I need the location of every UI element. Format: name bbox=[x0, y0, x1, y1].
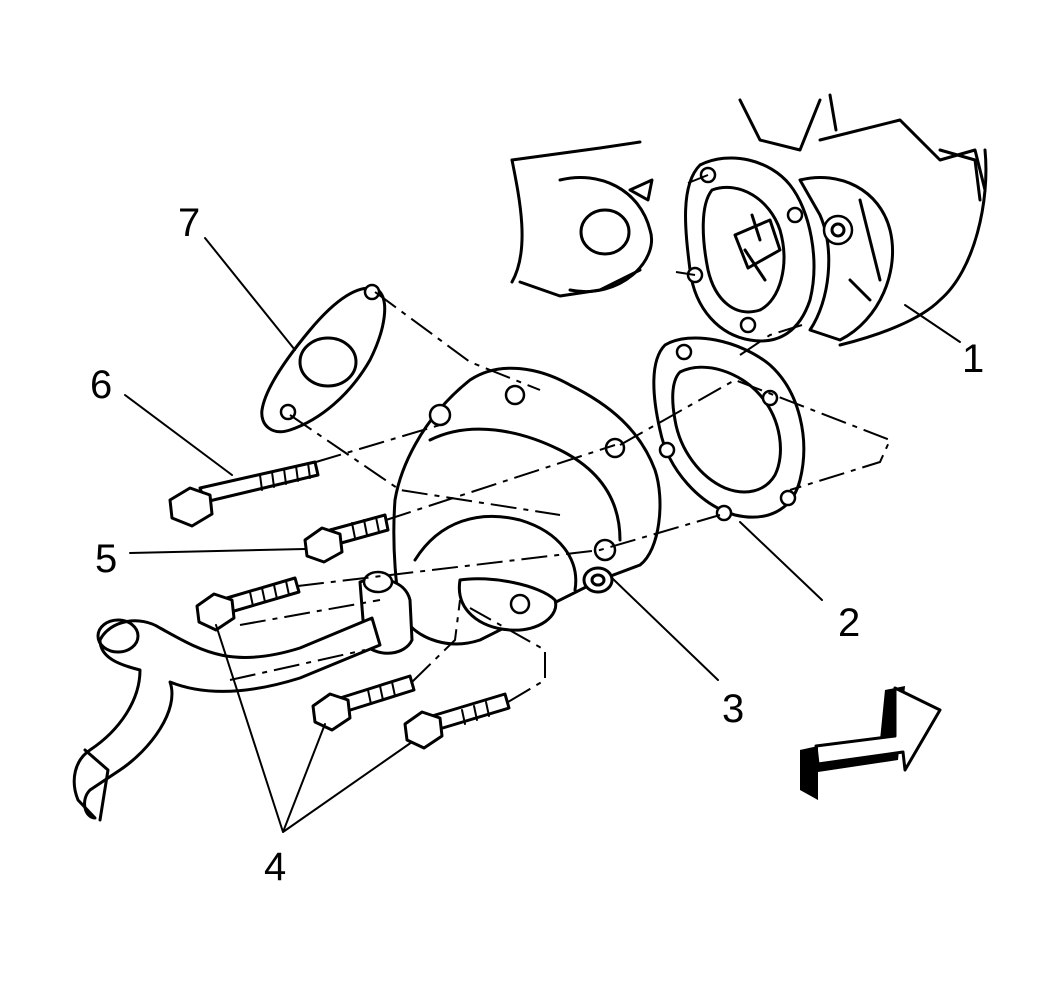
outlet-gasket bbox=[204, 237, 387, 434]
arrow-right-up-icon bbox=[800, 686, 942, 800]
bolt-6 bbox=[124, 394, 320, 528]
callout-leader-5 bbox=[129, 548, 306, 554]
callout-leader-1 bbox=[904, 304, 961, 343]
bolt-5 bbox=[129, 513, 390, 564]
callout-leader-2 bbox=[739, 521, 823, 601]
callout-2: 2 bbox=[838, 601, 860, 645]
callout-7: 7 bbox=[178, 201, 200, 245]
callout-1: 1 bbox=[962, 337, 984, 381]
seal-ring bbox=[582, 566, 614, 594]
callout-leader-7 bbox=[204, 237, 296, 351]
bolt-4c bbox=[403, 692, 511, 750]
callout-leader-6 bbox=[124, 394, 233, 476]
callout-leader-3 bbox=[611, 577, 719, 681]
callout-4: 4 bbox=[264, 845, 286, 889]
water-pump-gasket bbox=[652, 336, 823, 601]
bolt-4a bbox=[195, 576, 301, 632]
callout-3: 3 bbox=[722, 687, 744, 731]
assembly-centerlines bbox=[229, 174, 892, 703]
coolant-pipe bbox=[72, 616, 382, 822]
callout-5: 5 bbox=[95, 537, 117, 581]
callout-leaders-4 bbox=[215, 624, 413, 833]
bolt-4b bbox=[311, 674, 416, 732]
engine-block-water-pump bbox=[510, 93, 988, 347]
callout-6: 6 bbox=[90, 363, 112, 407]
